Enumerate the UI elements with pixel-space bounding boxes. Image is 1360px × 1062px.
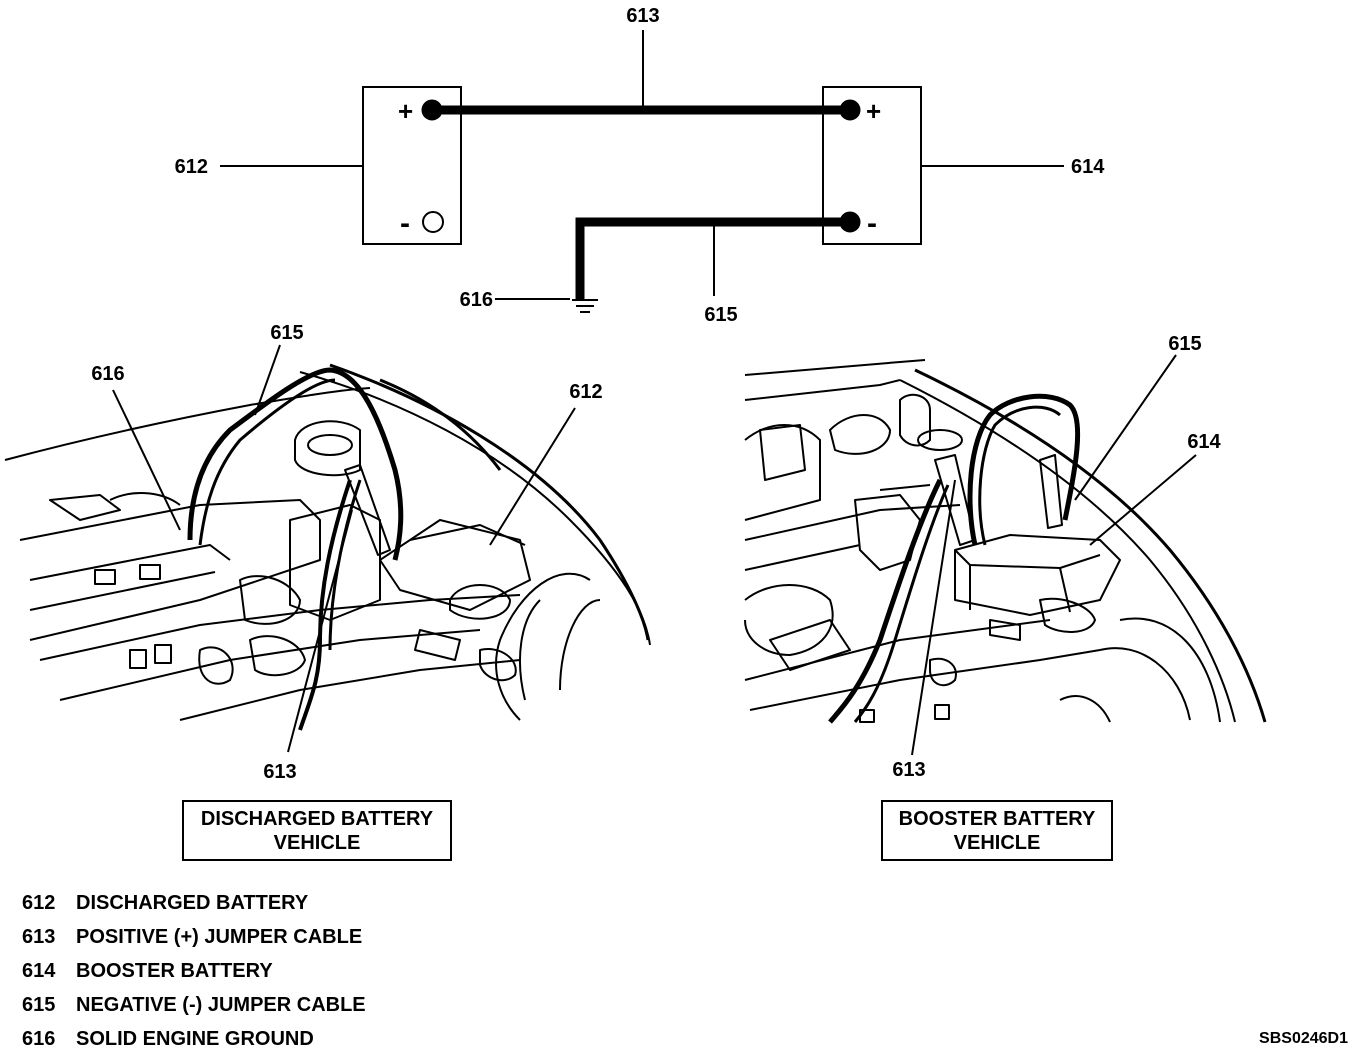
left-negative-terminal	[422, 211, 444, 233]
right-negative-sign: -	[867, 207, 877, 240]
right-positive-terminal	[839, 99, 861, 121]
left-positive-sign: +	[398, 96, 413, 126]
left-negative-sign: -	[400, 207, 410, 240]
left-view-text: 615 616 612 613	[91, 322, 602, 783]
booster-label-line1: BOOSTER BATTERY	[898, 807, 1096, 830]
callout-613-left: 613	[263, 761, 296, 783]
callout-613-top: 613	[626, 5, 659, 27]
callout-616-left: 616	[91, 363, 124, 385]
left-positive-terminal	[421, 99, 443, 121]
right-positive-sign: +	[866, 96, 881, 126]
callout-614-top: 614	[1071, 156, 1105, 178]
callout-615-top: 615	[704, 304, 737, 326]
callout-613-right: 613	[892, 759, 925, 781]
right-negative-terminal	[839, 211, 861, 233]
discharged-label-line2: VEHICLE	[273, 831, 361, 854]
booster-vehicle-engine-illustration	[744, 354, 1267, 756]
booster-vehicle-label-box: BOOSTER BATTERY VEHICLE	[881, 800, 1113, 861]
schematic-text: 613 612 614 616 615 + - + -	[175, 5, 1106, 326]
callout-615-left: 615	[270, 322, 303, 344]
callout-612-top: 612	[175, 156, 208, 178]
callout-616-top: 616	[460, 289, 493, 311]
discharged-vehicle-label-box: DISCHARGED BATTERY VEHICLE	[182, 800, 452, 861]
schematic	[220, 30, 1064, 313]
figure-code: SBS0246D1	[1259, 1030, 1348, 1047]
discharged-label-line1: DISCHARGED BATTERY	[200, 807, 434, 830]
ground-symbol	[572, 299, 598, 313]
negative-cable-line	[575, 217, 850, 300]
callout-615-right: 615	[1168, 333, 1201, 355]
callout-614-right: 614	[1187, 431, 1221, 453]
discharged-vehicle-engine-illustration	[4, 344, 651, 753]
right-view-text: 615 614 613	[892, 333, 1221, 781]
booster-label-line2: VEHICLE	[953, 831, 1041, 854]
callout-612-left: 612	[569, 381, 602, 403]
